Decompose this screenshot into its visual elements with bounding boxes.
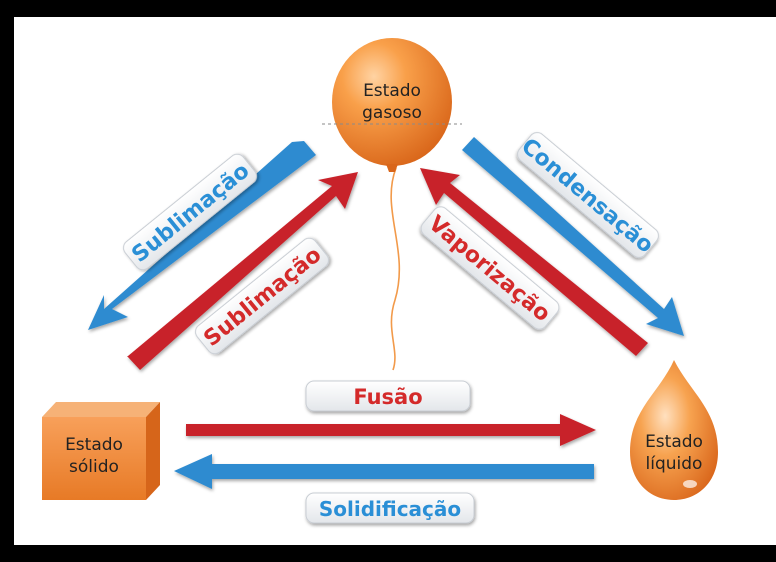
label-solidification: Solidificação bbox=[305, 492, 475, 524]
solidification-text: Solidificação bbox=[319, 497, 461, 521]
arrow-vaporization bbox=[420, 168, 648, 356]
arrow-fusion bbox=[186, 414, 596, 446]
label-fusion: Fusão bbox=[305, 380, 471, 412]
liquid-label-line2: líquido bbox=[646, 454, 703, 474]
arrow-condensation bbox=[462, 137, 684, 336]
gas-label-line1: Estado bbox=[363, 81, 421, 101]
solid-label-line2: sólido bbox=[69, 457, 119, 477]
drop-icon: Estado líquido bbox=[630, 360, 718, 500]
solid-label-line1: Estado bbox=[65, 435, 123, 455]
arrow-sublimation-up bbox=[127, 172, 358, 370]
balloon-icon: Estado gasoso bbox=[322, 38, 462, 172]
gas-label-line2: gasoso bbox=[362, 103, 422, 123]
liquid-label-line1: Estado bbox=[645, 432, 703, 452]
fusion-text: Fusão bbox=[353, 385, 422, 409]
arrow-sublimation-down bbox=[88, 141, 316, 330]
arrow-solidification bbox=[174, 454, 594, 489]
balloon-string bbox=[390, 167, 401, 371]
cube-icon: Estado sólido bbox=[42, 402, 160, 500]
